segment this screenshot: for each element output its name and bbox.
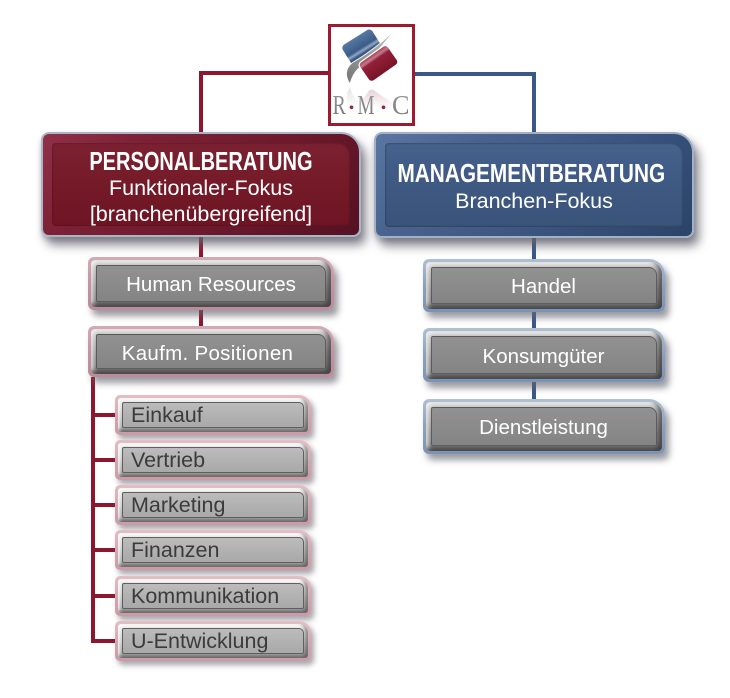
svg-text:R: R <box>333 90 347 120</box>
svg-text:M: M <box>358 90 375 120</box>
svg-text:C: C <box>392 90 410 120</box>
